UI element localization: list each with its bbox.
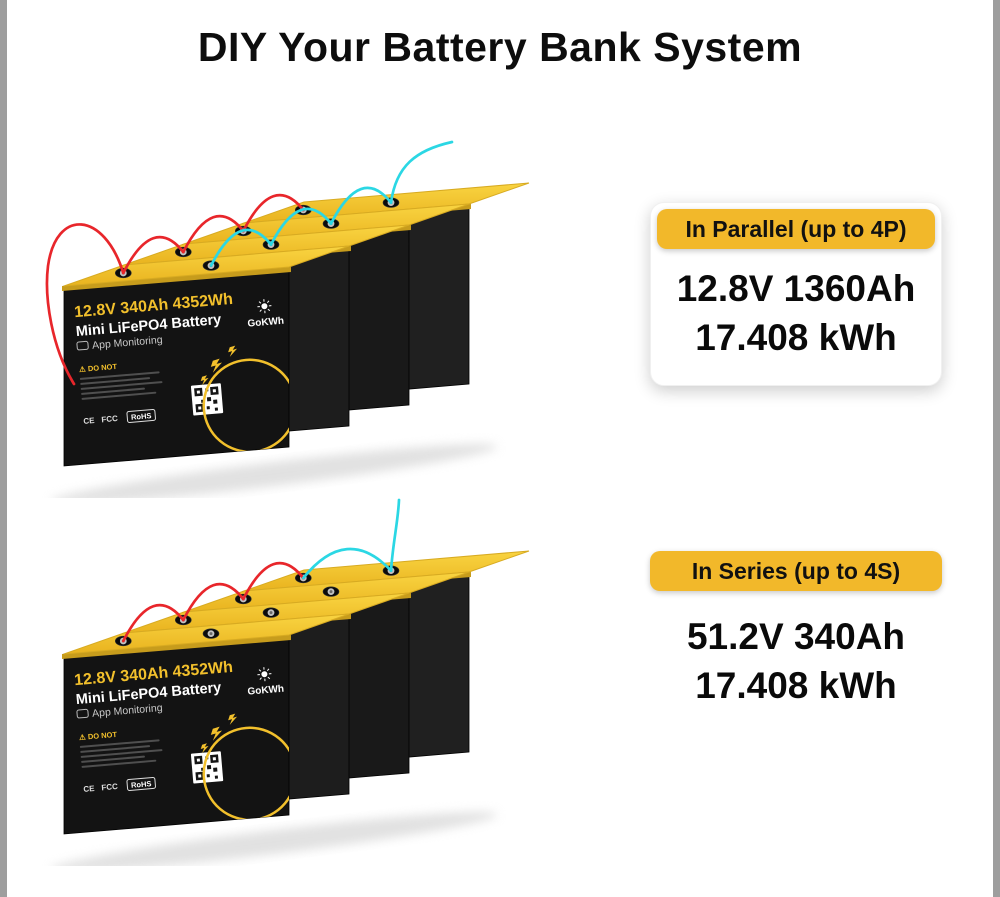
page-edge-right bbox=[993, 0, 1000, 897]
parallel-badge: In Parallel (up to 4P) bbox=[657, 209, 935, 249]
series-cyan-wires bbox=[301, 498, 401, 580]
parallel-spec-line1: 12.8V 1360Ah bbox=[676, 268, 916, 309]
battery-block bbox=[49, 551, 529, 866]
battery-block bbox=[49, 183, 529, 498]
wire-red bbox=[181, 582, 245, 622]
wire-cyan bbox=[301, 547, 393, 580]
page-title: DIY Your Battery Bank System bbox=[197, 24, 803, 70]
wire-cyan-lead bbox=[389, 140, 454, 204]
series-badge: In Series (up to 4S) bbox=[650, 551, 942, 591]
wire-red bbox=[121, 603, 185, 643]
parallel-cyan-wires bbox=[209, 140, 454, 267]
series-spec-card: In Series (up to 4S) 51.2V 340Ah 17.408 … bbox=[650, 551, 942, 711]
page-edge-left bbox=[0, 0, 7, 897]
parallel-red-wires bbox=[45, 193, 305, 386]
wire-cyan-lead bbox=[389, 498, 401, 572]
wire-cyan bbox=[269, 207, 333, 246]
series-red-wires bbox=[121, 561, 305, 643]
series-spec-panel: In Series (up to 4S) 51.2V 340Ah 17.408 … bbox=[650, 551, 942, 711]
wire-red bbox=[181, 214, 245, 254]
parallel-spec-card: In Parallel (up to 4P) 12.8V 1360Ah 17.4… bbox=[650, 202, 942, 386]
battery-stack-parallel: 12.8V 340Ah 4352Wh Mini LiFePO4 Battery … bbox=[45, 140, 534, 498]
wire-cyan bbox=[209, 228, 273, 267]
parallel-spec-panel: In Parallel (up to 4P) 12.8V 1360Ah 17.4… bbox=[650, 202, 942, 386]
battery-stack-series bbox=[34, 498, 534, 866]
series-spec-line2: 17.408 kWh bbox=[695, 664, 897, 706]
wire-red-lead bbox=[45, 223, 125, 386]
series-spec-lines: 51.2V 340Ah 17.408 kWh bbox=[650, 613, 942, 711]
parallel-spec-lines: 12.8V 1360Ah 17.408 kWh bbox=[657, 265, 935, 363]
wire-cyan bbox=[329, 186, 393, 225]
wire-red bbox=[241, 561, 305, 601]
wire-red bbox=[241, 193, 305, 233]
series-spec-line1: 51.2V 340Ah bbox=[686, 616, 906, 657]
wire-red bbox=[121, 235, 185, 275]
parallel-spec-line2: 17.408 kWh bbox=[695, 316, 897, 358]
